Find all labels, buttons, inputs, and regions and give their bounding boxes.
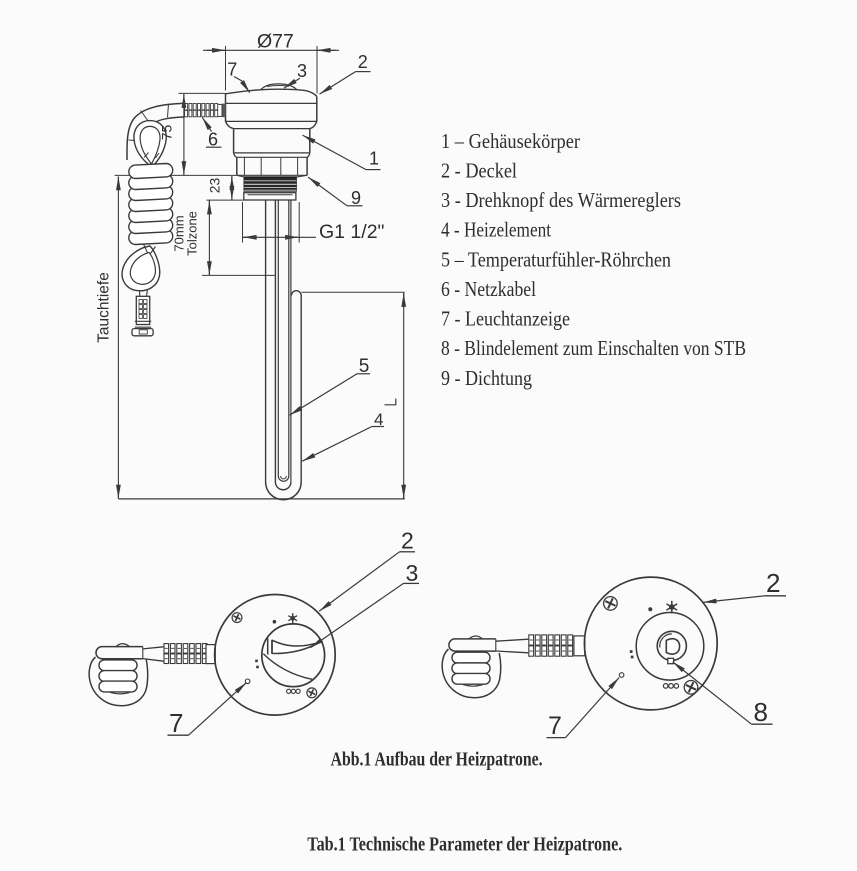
svg-text:2: 2 bbox=[358, 52, 368, 72]
svg-text:2 - Deckel: 2 - Deckel bbox=[441, 158, 517, 182]
svg-text:7 - Leuchtanzeige: 7 - Leuchtanzeige bbox=[441, 307, 570, 331]
svg-text:6: 6 bbox=[208, 130, 218, 150]
svg-text:7: 7 bbox=[227, 60, 237, 80]
svg-text:3: 3 bbox=[406, 560, 419, 586]
svg-text:23: 23 bbox=[207, 178, 223, 194]
svg-text:1: 1 bbox=[369, 149, 379, 169]
svg-text:Abb.1 Aufbau der Heizpatrone.: Abb.1 Aufbau der Heizpatrone. bbox=[331, 748, 543, 770]
svg-text:6 - Netzkabel: 6 - Netzkabel bbox=[441, 277, 536, 301]
svg-text:9 - Dichtung: 9 - Dichtung bbox=[441, 366, 532, 390]
svg-text:75: 75 bbox=[159, 125, 175, 141]
svg-text:3 - Drehknopf des Wärmereglers: 3 - Drehknopf des Wärmereglers bbox=[441, 188, 681, 212]
svg-text:70mm: 70mm bbox=[172, 215, 187, 251]
svg-text:G1 1/2": G1 1/2" bbox=[319, 221, 385, 243]
svg-text:7: 7 bbox=[548, 712, 562, 740]
svg-text:2: 2 bbox=[401, 528, 414, 554]
svg-text:2: 2 bbox=[766, 568, 780, 598]
svg-text:8 - Blindelement zum Einschalt: 8 - Blindelement zum Einschalten von STB bbox=[441, 336, 746, 360]
svg-text:Ø77: Ø77 bbox=[257, 31, 294, 53]
svg-text:4 - Heizelement: 4 - Heizelement bbox=[441, 218, 551, 242]
svg-text:5 – Temperaturfühler-Röhrchen: 5 – Temperaturfühler-Röhrchen bbox=[441, 247, 671, 271]
svg-text:Tauchtiefe: Tauchtiefe bbox=[96, 272, 113, 343]
svg-text:9: 9 bbox=[351, 188, 361, 208]
svg-text:8: 8 bbox=[754, 697, 768, 727]
svg-text:Tab.1 Technische Parameter der: Tab.1 Technische Parameter der Heizpatro… bbox=[307, 834, 622, 856]
svg-text:4: 4 bbox=[374, 410, 383, 429]
svg-text:1 – Gehäusekörper: 1 – Gehäusekörper bbox=[441, 129, 580, 153]
svg-text:7: 7 bbox=[169, 708, 183, 738]
svg-text:3: 3 bbox=[297, 61, 307, 81]
svg-text:Tolzone: Tolzone bbox=[185, 211, 200, 256]
svg-text:5: 5 bbox=[359, 356, 370, 377]
